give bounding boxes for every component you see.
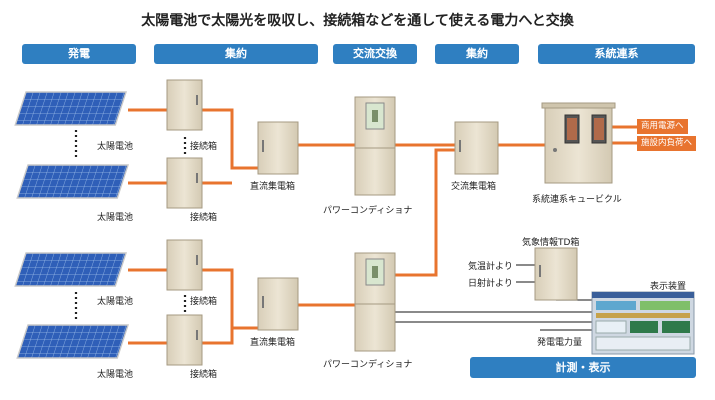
label-solar-cell: 太陽電池 (97, 370, 134, 380)
junction-box (166, 239, 203, 291)
label-display-device: 表示装置 (650, 282, 687, 292)
signal-lines (395, 264, 600, 331)
label-junction-box: 接続箱 (190, 213, 218, 223)
label-solar-cell: 太陽電池 (97, 142, 134, 152)
output-commercial-power: 商用電源へ (637, 119, 688, 134)
label-cubicle: 系統連系キュービクル (532, 195, 622, 205)
header-grid-connection: 系統連系 (538, 44, 695, 64)
label-solar-cell: 太陽電池 (97, 213, 134, 223)
label-dc-collection-box: 直流集電箱 (250, 338, 296, 348)
label-junction-box: 接続箱 (190, 297, 218, 307)
label-dc-collection-box: 直流集電箱 (250, 182, 296, 192)
solar-panel (14, 252, 127, 287)
header-aggregation-2: 集約 (435, 44, 519, 64)
label-power-output: 発電電力量 (537, 338, 583, 348)
label-power-conditioner: パワーコンディショナ (323, 360, 413, 370)
junction-box (166, 157, 203, 209)
dc-collection-box (257, 121, 299, 175)
label-pyranometer: 日射計より (468, 279, 513, 289)
label-junction-box: 接続箱 (190, 142, 218, 152)
header-ac-conversion: 交流交換 (333, 44, 417, 64)
solar-panel (14, 91, 127, 126)
ac-collection-box (454, 121, 499, 175)
label-solar-cell: 太陽電池 (97, 297, 134, 307)
weather-td-box (534, 247, 578, 301)
label-junction-box: 接続箱 (190, 370, 218, 380)
header-generation: 発電 (22, 44, 136, 64)
solar-panel (16, 324, 129, 359)
junction-box (166, 314, 203, 366)
solar-panel (16, 164, 129, 199)
label-ac-collection-box: 交流集電箱 (451, 182, 497, 192)
power-conditioner (354, 96, 396, 196)
display-device (591, 291, 695, 355)
label-power-conditioner: パワーコンディショナ (323, 206, 413, 216)
output-facility-load: 施設内負荷へ (637, 136, 697, 151)
label-weather-box: 気象情報TD箱 (522, 238, 580, 248)
dc-collection-box (257, 277, 299, 331)
grid-connection-cubicle (541, 102, 616, 184)
repeat-dots (74, 130, 187, 320)
power-conditioner (354, 252, 396, 352)
header-aggregation-1: 集約 (154, 44, 318, 64)
label-thermometer: 気温計より (468, 262, 513, 272)
junction-box (166, 79, 203, 131)
power-lines (128, 108, 637, 345)
diagram-title: 太陽電池で太陽光を吸収し、接続箱などを通して使える電力へと交換 (141, 13, 574, 29)
footer-measurement-display: 計測・表示 (470, 357, 696, 378)
